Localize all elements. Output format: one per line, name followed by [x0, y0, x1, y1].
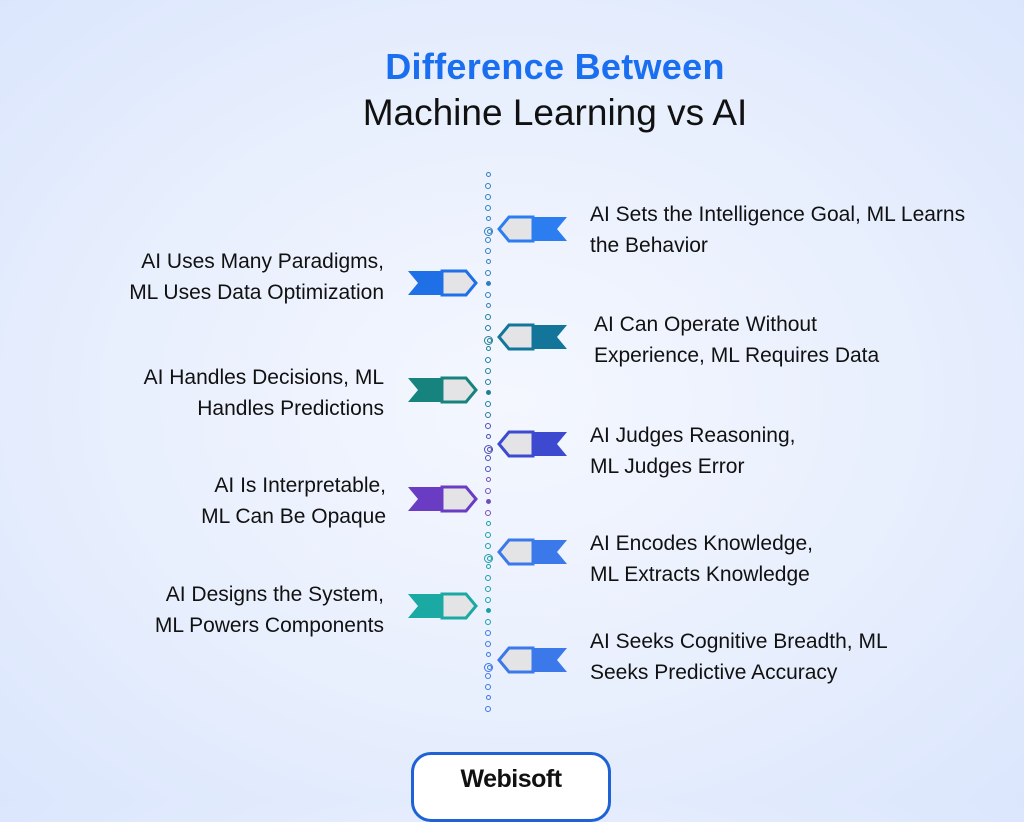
timeline-dot: [485, 466, 491, 473]
right-item-line: AI Judges Reasoning,: [590, 424, 796, 447]
timeline-dot: [485, 248, 491, 255]
brand-logo-box: Webisoft: [411, 752, 611, 822]
left-item-text: AI Is Interpretable, ML Can Be Opaque: [40, 470, 386, 532]
left-item-line: AI Uses Many Paradigms,: [141, 250, 384, 273]
left-item-line: ML Uses Data Optimization: [129, 281, 384, 304]
right-item-line: Experience, ML Requires Data: [594, 344, 880, 367]
arrow-flag-left-icon: [497, 430, 569, 458]
title-line-2: Machine Learning vs AI: [362, 92, 748, 133]
right-item-text: AI Judges Reasoning, ML Judges Error: [590, 420, 795, 482]
timeline-dot: [485, 597, 491, 604]
timeline-dot: [485, 706, 491, 713]
right-item-text: AI Sets the Intelligence Goal, ML Learns…: [590, 199, 965, 261]
timeline-dot: [485, 629, 491, 636]
timeline-dot: [485, 488, 491, 495]
timeline-dot: [486, 433, 491, 439]
timeline-dot: [486, 477, 491, 483]
left-item-line: ML Can Be Opaque: [201, 505, 386, 528]
left-item-text: AI Uses Many Paradigms, ML Uses Data Opt…: [40, 246, 384, 308]
timeline-dot: [485, 182, 491, 189]
right-item-line: the Behavior: [590, 234, 708, 257]
timeline-dot: [486, 695, 491, 701]
timeline-dot: [486, 172, 491, 177]
timeline-dot: [485, 270, 491, 277]
arrow-flag-left-icon: [497, 646, 569, 674]
timeline-dot: [486, 259, 491, 265]
left-item-line: Handles Predictions: [197, 397, 384, 420]
timeline-dot: [485, 357, 491, 364]
right-item-text: AI Seeks Cognitive Breadth, ML Seeks Pre…: [590, 626, 888, 688]
timeline-dot: [484, 335, 493, 345]
timeline-dot: [485, 509, 491, 516]
left-item-line: AI Handles Decisions, ML: [143, 366, 384, 389]
timeline-dot: [485, 411, 491, 418]
timeline-dot: [486, 281, 491, 286]
timeline-dot: [485, 400, 491, 407]
left-item-line: ML Powers Components: [154, 614, 384, 637]
timeline-dot: [485, 291, 491, 298]
left-item-line: AI Designs the System,: [165, 583, 384, 606]
timeline-dot: [485, 455, 491, 462]
arrow-flag-left-icon: [497, 215, 569, 243]
timeline-dot: [485, 531, 491, 538]
timeline-dot: [486, 215, 491, 221]
timeline-dot: [486, 564, 491, 570]
timeline-dot: [485, 193, 491, 200]
right-item-line: AI Seeks Cognitive Breadth, ML: [590, 630, 888, 653]
timeline-dot: [486, 346, 491, 352]
left-item-text: AI Designs the System, ML Powers Compone…: [40, 579, 384, 641]
left-item-text: AI Handles Decisions, ML Handles Predict…: [40, 362, 384, 424]
timeline-dot: [486, 608, 491, 613]
timeline-dot: [485, 422, 491, 429]
timeline-dot: [484, 444, 493, 454]
timeline-dot: [485, 640, 491, 647]
right-item-text: AI Encodes Knowledge, ML Extracts Knowle…: [590, 528, 813, 590]
timeline-dot: [486, 390, 491, 395]
timeline-dot: [485, 618, 491, 625]
timeline-dotted-line: [483, 172, 495, 717]
timeline-dot: [486, 520, 491, 526]
arrow-flag-right-icon: [406, 376, 478, 404]
brand-logo-text: Webisoft: [460, 765, 562, 793]
timeline-dot: [484, 553, 493, 563]
timeline-dot: [485, 542, 491, 549]
right-item-line: AI Encodes Knowledge,: [590, 532, 813, 555]
timeline-dot: [485, 237, 491, 244]
right-item-line: AI Can Operate Without: [594, 313, 817, 336]
timeline-dot: [485, 673, 491, 680]
arrow-flag-right-icon: [406, 485, 478, 513]
page-title: Difference Between Machine Learning vs A…: [0, 44, 1024, 136]
arrow-flag-right-icon: [406, 592, 478, 620]
right-item-line: ML Judges Error: [590, 455, 745, 478]
arrow-flag-right-icon: [406, 269, 478, 297]
timeline-dot: [485, 368, 491, 375]
timeline-dot: [486, 651, 491, 657]
timeline-dot: [485, 313, 491, 320]
timeline-dot: [484, 662, 493, 672]
timeline-dot: [484, 226, 493, 236]
left-item-line: AI Is Interpretable,: [214, 474, 386, 497]
title-line-1: Difference Between: [385, 46, 725, 87]
timeline-dot: [485, 586, 491, 593]
right-item-line: ML Extracts Knowledge: [590, 563, 810, 586]
timeline-dot: [485, 575, 491, 582]
right-item-text: AI Can Operate Without Experience, ML Re…: [594, 309, 879, 371]
right-item-line: AI Sets the Intelligence Goal, ML Learns: [590, 203, 966, 226]
timeline-dot: [485, 204, 491, 211]
timeline-dot: [486, 499, 491, 504]
timeline-dot: [485, 379, 491, 386]
right-item-line: Seeks Predictive Accuracy: [590, 661, 838, 684]
timeline-dot: [486, 302, 491, 308]
timeline-dot: [485, 324, 491, 331]
timeline-dot: [485, 684, 491, 691]
arrow-flag-left-icon: [497, 323, 569, 351]
arrow-flag-left-icon: [497, 538, 569, 566]
